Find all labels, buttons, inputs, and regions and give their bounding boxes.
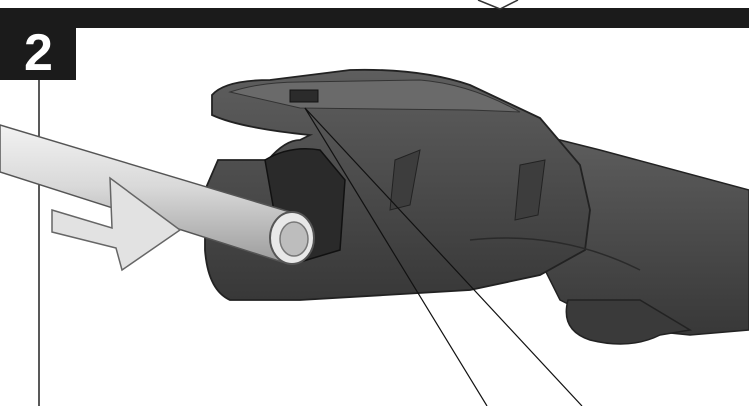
step-badge: 2	[0, 26, 76, 80]
tool-lower-contour	[469, 237, 641, 271]
side-panel-2	[514, 159, 546, 221]
previous-step-fragment	[477, 0, 519, 10]
step-number: 2	[24, 24, 53, 82]
tool-slider	[289, 89, 319, 103]
pipe-bore	[279, 221, 309, 257]
callout-line-right	[304, 107, 583, 406]
callout-line-left	[304, 107, 488, 406]
header-bar	[0, 8, 749, 28]
tool-top-panel	[228, 79, 521, 113]
side-panel-1	[389, 149, 421, 211]
tool-grip	[565, 299, 693, 345]
push-arrow-icon	[51, 176, 182, 272]
